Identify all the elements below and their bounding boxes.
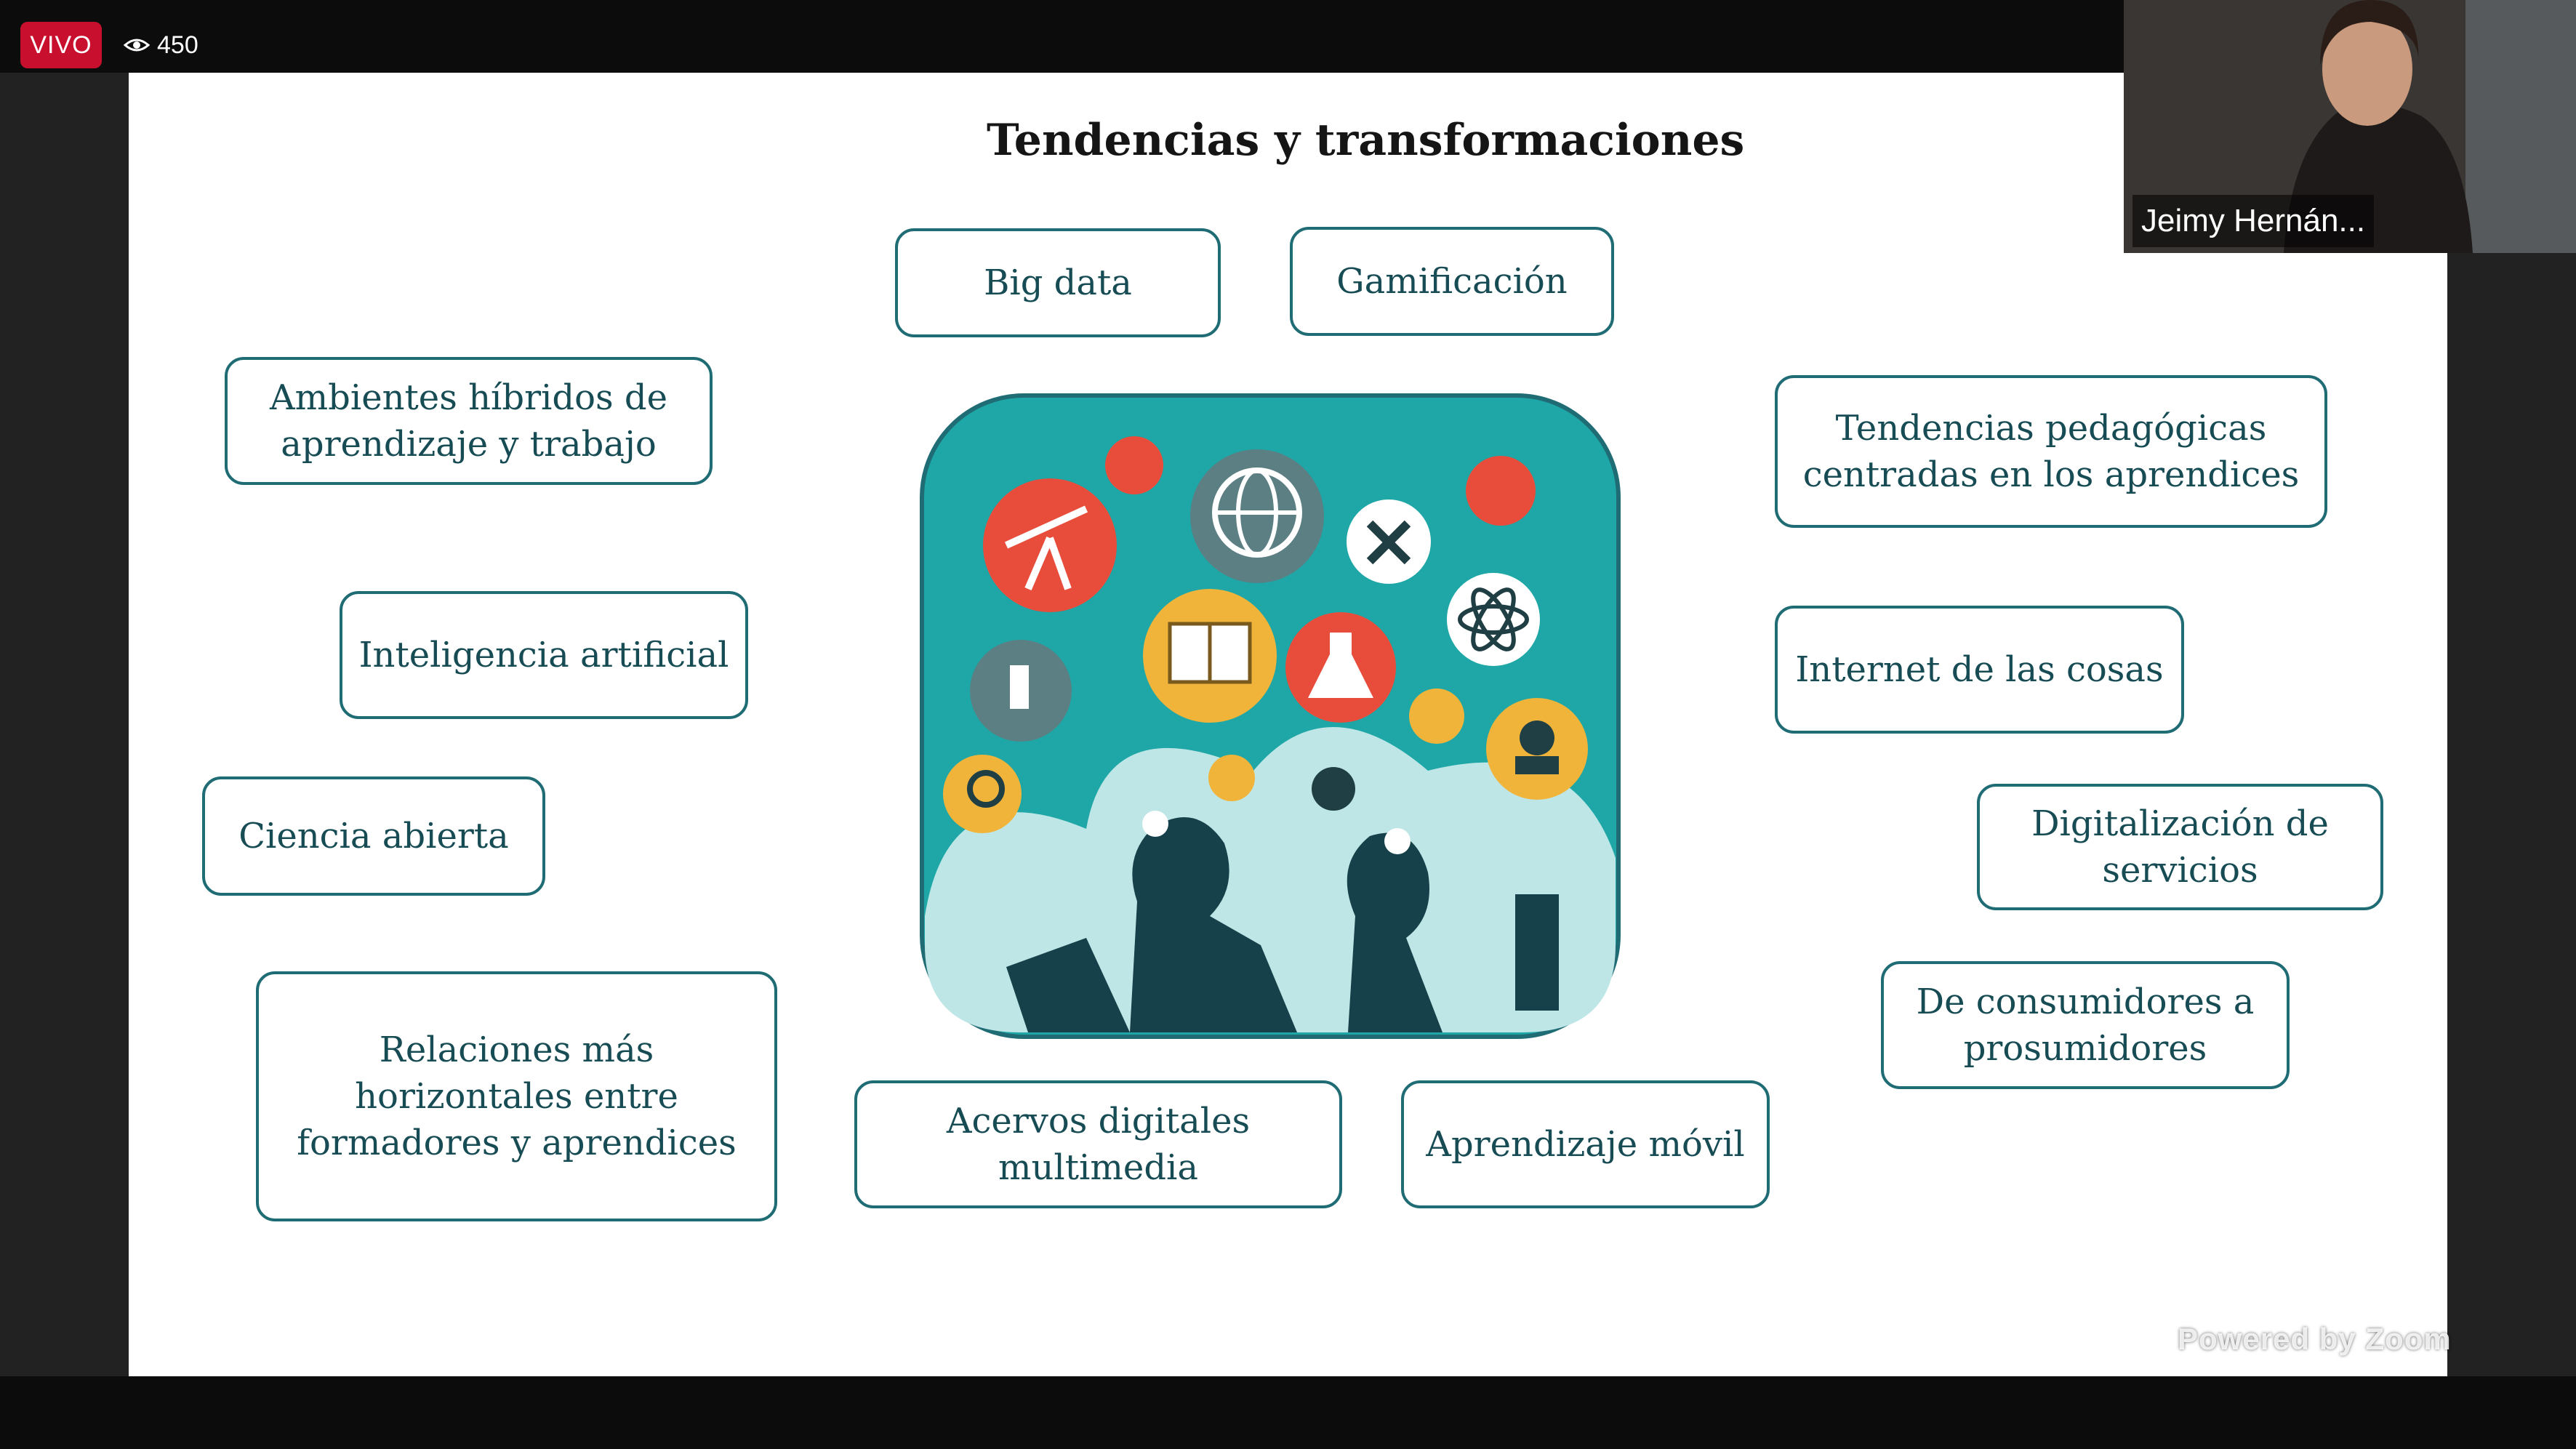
tag-big-data: Big data xyxy=(895,228,1221,337)
powered-by-zoom-watermark: Powered by Zoom xyxy=(2178,1322,2452,1356)
tag-ambientes-hibridos: Ambientes híbridos de aprendizaje y trab… xyxy=(225,357,713,485)
tag-aprendizaje-movil: Aprendizaje móvil xyxy=(1401,1080,1770,1208)
presentation-slide: Tendencias y transformaciones Big data G… xyxy=(129,73,2447,1376)
tag-ciencia-abierta: Ciencia abierta xyxy=(202,776,545,896)
participant-video[interactable]: Jeimy Hernán... xyxy=(2124,0,2576,253)
education-technology-illustration xyxy=(920,393,1621,1039)
right-margin xyxy=(2447,73,2576,1376)
tag-acervos-digitales: Acervos digitales multimedia xyxy=(854,1080,1342,1208)
tag-tendencias-pedagogicas: Tendencias pedagógicas centradas en los … xyxy=(1775,375,2327,528)
viewer-count: 450 xyxy=(124,26,198,64)
viewer-count-value: 450 xyxy=(157,31,198,59)
tag-inteligencia-artificial: Inteligencia artificial xyxy=(340,591,748,719)
left-margin xyxy=(0,73,129,1376)
participant-name: Jeimy Hernán... xyxy=(2132,195,2375,247)
slide-title: Tendencias y transformaciones xyxy=(987,115,1745,166)
tag-gamificacion: Gamificación xyxy=(1290,227,1614,336)
tag-consumidores-prosumidores: De consumidores a prosumidores xyxy=(1881,961,2290,1089)
tag-relaciones-horizontales: Relaciones más horizontales entre formad… xyxy=(256,971,777,1221)
tag-internet-de-las-cosas: Internet de las cosas xyxy=(1775,606,2184,734)
eye-icon xyxy=(124,39,150,52)
tag-digitalizacion-servicios: Digitalización de servicios xyxy=(1977,784,2383,910)
live-badge: VIVO xyxy=(20,22,102,68)
bottom-bar xyxy=(0,1376,2576,1449)
